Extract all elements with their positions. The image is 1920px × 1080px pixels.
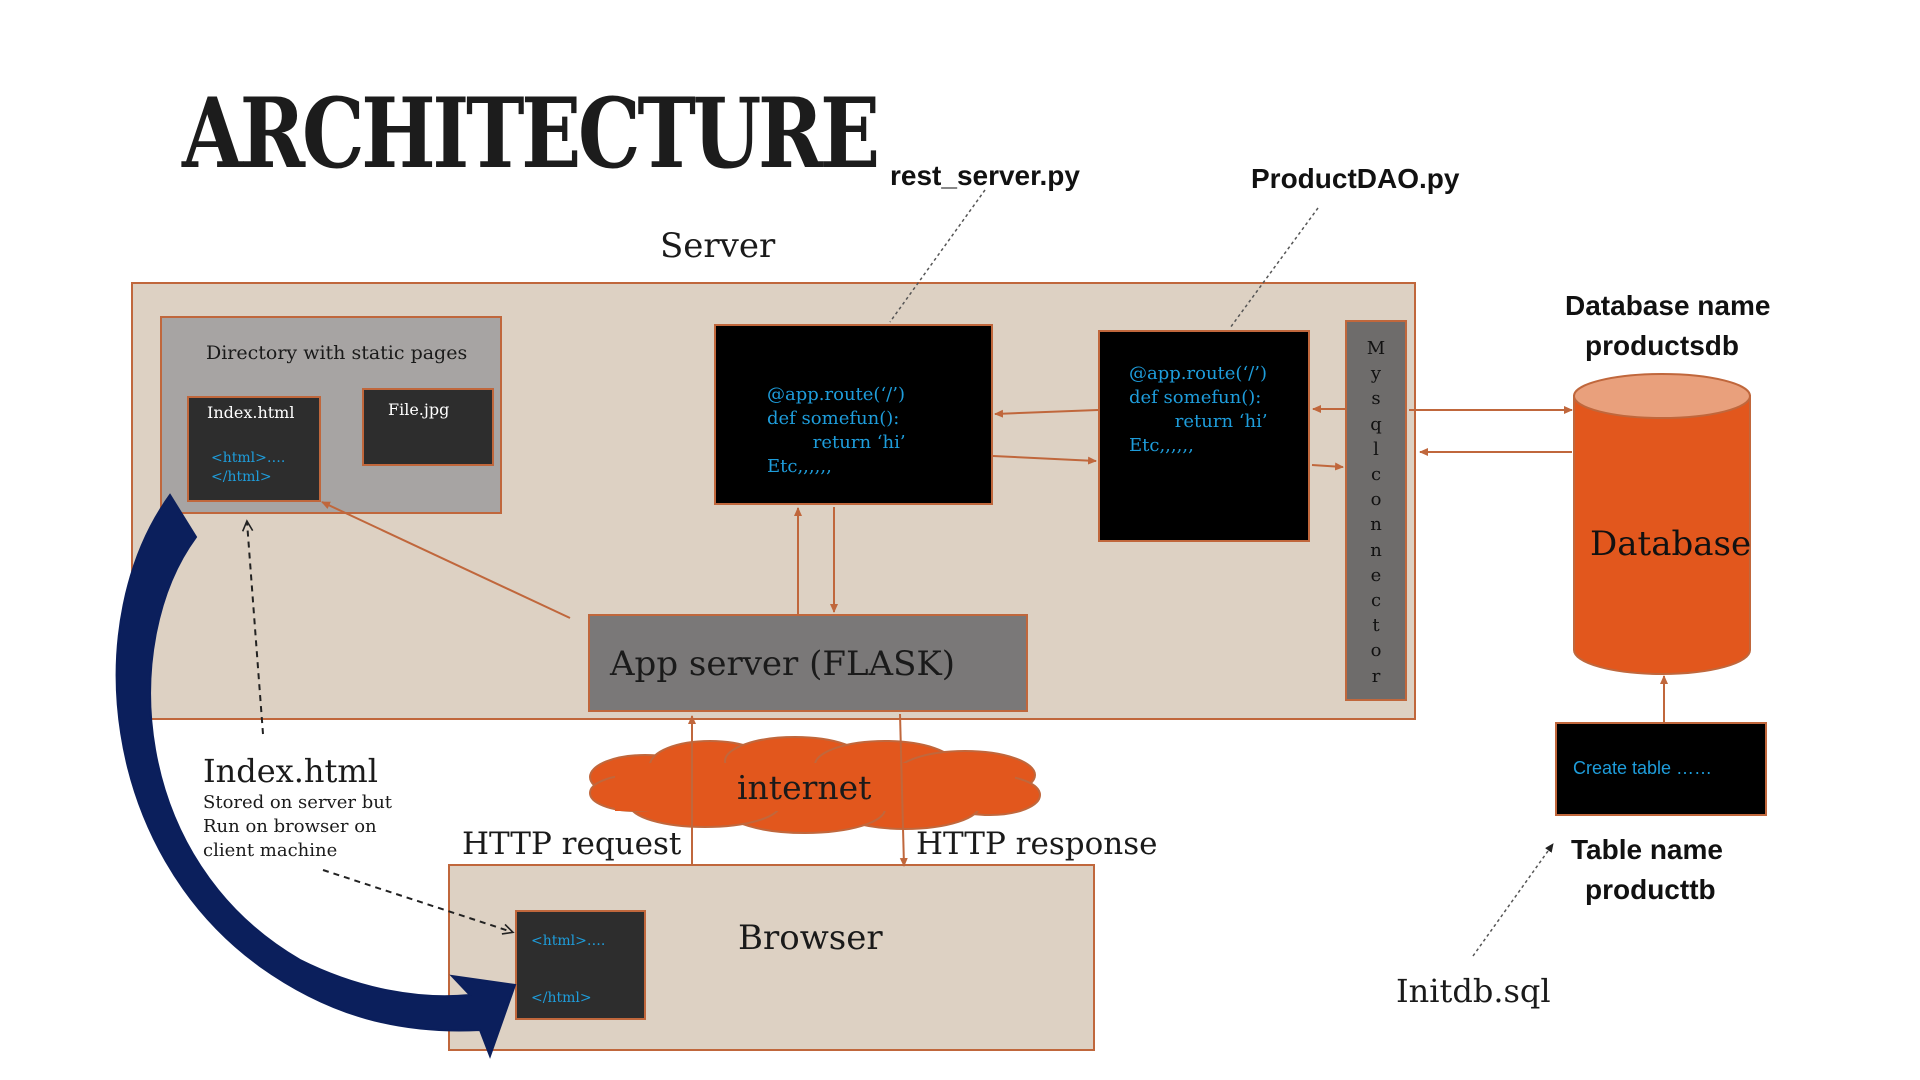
index-code-close: </html> — [211, 469, 272, 485]
connector-letter: s — [1371, 388, 1381, 410]
file-jpg-name: File.jpg — [388, 400, 450, 419]
page-title: ARCHITECTURE — [182, 77, 880, 190]
server-label: Server — [660, 226, 776, 266]
rest-server-code-line-4: Etc,,,,,, — [767, 456, 832, 477]
static-directory-label: Directory with static pages — [206, 342, 468, 364]
index-html-file: Index.html <html>…. </html> — [187, 396, 321, 502]
initdb-file-label: Initdb.sql — [1396, 972, 1551, 1010]
browser-html-box: <html>…. </html> — [515, 910, 646, 1020]
rest-server-file-label: rest_server.py — [890, 160, 1080, 191]
product-dao-code-line-1: @app.route(‘/’) — [1129, 363, 1267, 384]
product-dao-code-line-2: def somefun(): — [1129, 387, 1262, 408]
connector-letter: o — [1370, 640, 1382, 662]
product-dao-code-line-3: return ‘hi’ — [1129, 411, 1268, 432]
rest-server-code-line-1: @app.route(‘/’) — [767, 384, 905, 405]
rest-server-code-line-2: def somefun(): — [767, 408, 900, 429]
connector-letter: n — [1370, 539, 1382, 561]
browser-code-open: <html>…. — [531, 933, 606, 949]
connector-letter: l — [1373, 438, 1379, 460]
connector-letter: q — [1370, 413, 1382, 435]
index-file-name: Index.html — [207, 403, 295, 422]
connector-letter: M — [1366, 338, 1386, 359]
mysql-connector: M y s q l c o n n e c t o r — [1345, 320, 1407, 701]
connector-letter: t — [1372, 615, 1380, 637]
index-note-line-3: client machine — [203, 840, 338, 861]
http-response-label: HTTP response — [916, 826, 1158, 862]
create-table-text: Create table …… — [1573, 758, 1713, 778]
app-server-box: App server (FLASK) — [588, 614, 1028, 712]
connector-letter: c — [1370, 590, 1382, 612]
file-jpg: File.jpg — [362, 388, 494, 466]
database-name-label: Database name — [1565, 290, 1771, 321]
connector-letter: c — [1370, 464, 1382, 486]
create-table-box: Create table …… — [1555, 722, 1767, 816]
mysql-connector-letters: M y s q l c o n n e c t o r — [1347, 336, 1405, 689]
connector-letter: e — [1370, 564, 1382, 586]
connector-letter: n — [1370, 514, 1382, 536]
internet-cloud — [589, 736, 1041, 834]
table-name-value: producttb — [1585, 874, 1716, 905]
product-dao-file-label: ProductDAO.py — [1251, 163, 1460, 194]
index-note-line-1: Stored on server but — [203, 792, 393, 813]
rest-server-code-line-3: return ‘hi’ — [767, 432, 906, 453]
database-cylinder-label: Database — [1590, 524, 1752, 564]
index-code-open: <html>…. — [211, 450, 286, 466]
connector-letter: y — [1370, 363, 1382, 385]
app-server-label: App server (FLASK) — [610, 644, 956, 684]
connector-letter: o — [1370, 489, 1382, 511]
browser-label: Browser — [738, 918, 883, 958]
index-note-line-2: Run on browser on — [203, 816, 377, 837]
internet-label: internet — [737, 768, 872, 807]
product-dao-code-line-4: Etc,,,,,, — [1129, 435, 1194, 456]
connector-letter: r — [1371, 665, 1381, 687]
database-name-value: productsdb — [1585, 330, 1739, 361]
product-dao-code-box: @app.route(‘/’) def somefun(): return ‘h… — [1098, 330, 1310, 542]
initdb-to-table-arrow — [1472, 843, 1554, 957]
http-request-label: HTTP request — [462, 826, 682, 862]
browser-code-close: </html> — [531, 990, 592, 1006]
table-name-label: Table name — [1571, 834, 1723, 865]
index-note-title: Index.html — [203, 752, 378, 790]
rest-server-code-box: @app.route(‘/’) def somefun(): return ‘h… — [714, 324, 993, 505]
database-cylinder — [1573, 373, 1751, 675]
